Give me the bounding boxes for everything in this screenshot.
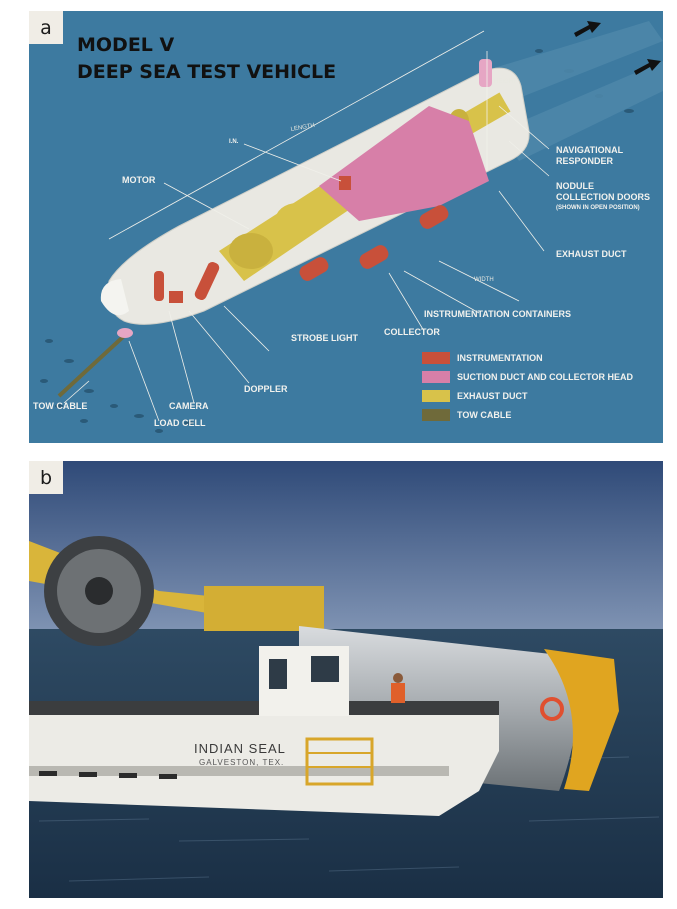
label-tow-cable: TOW CABLE	[33, 401, 87, 411]
label-camera: CAMERA	[169, 401, 209, 411]
label-exhaust-duct: EXHAUST DUCT	[556, 249, 627, 259]
label-nodule-1: NODULE	[556, 181, 594, 191]
deckhouse-window-1	[269, 659, 287, 689]
label-in: I.N.	[229, 139, 239, 145]
hull-name-text: INDIAN SEAL	[194, 741, 286, 756]
legend-label-suction-duct: SUCTION DUCT AND COLLECTOR HEAD	[457, 372, 633, 382]
motor-housing	[229, 233, 273, 269]
diagram-title-line2: DEEP SEA TEST VEHICLE	[77, 61, 336, 83]
panel-a-illustration: MODEL V DEEP SEA TEST VEHICLE LENGTH HEI…	[29, 11, 663, 443]
test-vehicle-diagram: MODEL V DEEP SEA TEST VEHICLE LENGTH HEI…	[29, 11, 663, 443]
legend-swatch-exhaust-duct	[422, 390, 450, 402]
doppler-shape	[169, 291, 183, 303]
ship-photo: INDIAN SEAL GALVESTON, TEX.	[29, 461, 663, 898]
hull-port-text: GALVESTON, TEX.	[199, 758, 284, 767]
panel-b-photograph: INDIAN SEAL GALVESTON, TEX. b	[29, 461, 663, 898]
in-unit-shape	[339, 176, 351, 190]
label-navigational-2: RESPONDER	[556, 156, 614, 166]
label-motor: MOTOR	[122, 175, 156, 185]
camera-shape	[154, 271, 164, 301]
legend-label-instrumentation: INSTRUMENTATION	[457, 353, 543, 363]
deckhouse-window-2	[311, 656, 339, 682]
crew-member	[391, 683, 405, 703]
cable-reel-hub	[85, 577, 113, 605]
crane-cab	[204, 586, 324, 631]
legend-swatch-suction-duct	[422, 371, 450, 383]
label-strobe-light: STROBE LIGHT	[291, 333, 359, 343]
load-cell-shape	[117, 328, 133, 338]
legend-swatch-tow-cable	[422, 409, 450, 421]
legend-label-tow-cable: TOW CABLE	[457, 410, 511, 420]
diagram-title-line1: MODEL V	[77, 34, 175, 56]
panel-a-tag: a	[29, 11, 63, 44]
label-nodule-2: COLLECTION DOORS	[556, 192, 650, 202]
label-doppler: DOPPLER	[244, 384, 288, 394]
navigational-responder	[479, 59, 492, 87]
label-collector: COLLECTOR	[384, 327, 440, 337]
crew-member-head	[393, 673, 403, 683]
label-height: HEIGHT	[494, 79, 517, 85]
label-navigational-1: NAVIGATIONAL	[556, 145, 624, 155]
label-load-cell: LOAD CELL	[154, 418, 206, 428]
label-width: WIDTH	[474, 277, 494, 283]
legend-label-exhaust-duct: EXHAUST DUCT	[457, 391, 528, 401]
panel-b-tag: b	[29, 461, 63, 494]
legend-swatch-instrumentation	[422, 352, 450, 364]
label-instrumentation-containers: INSTRUMENTATION CONTAINERS	[424, 309, 571, 319]
pump-housing	[275, 203, 319, 239]
label-nodule-3: (SHOWN IN OPEN POSITION)	[556, 205, 640, 211]
